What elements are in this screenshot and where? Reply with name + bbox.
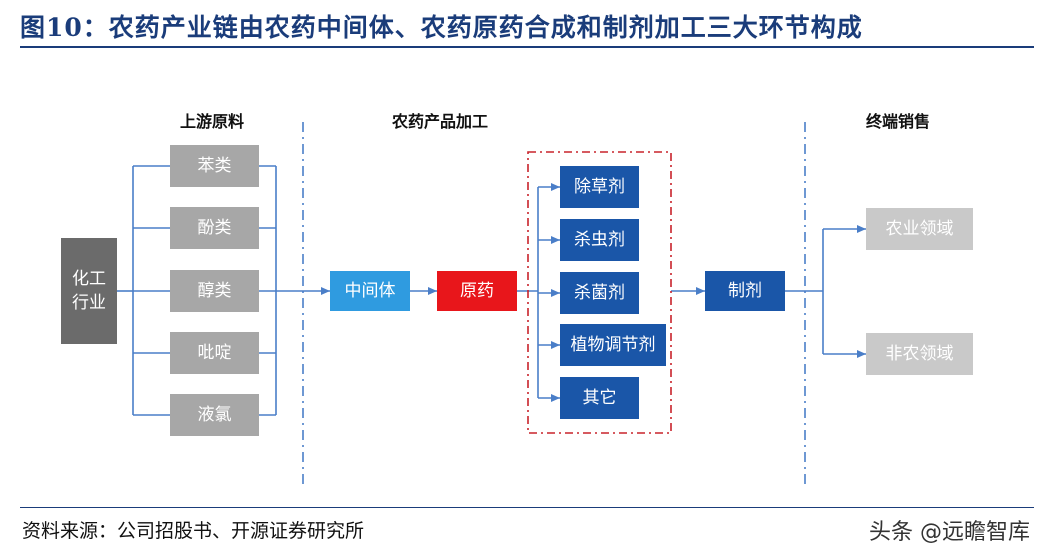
product-fungicide: 杀菌剂: [560, 272, 639, 314]
raw-material-pyridine: 吡啶: [170, 332, 259, 374]
product-plant-regulator: 植物调节剂: [560, 324, 666, 366]
industry-box: 化工 行业: [61, 238, 117, 344]
header-processing: 农药产品加工: [391, 112, 489, 131]
product-insecticide: 杀虫剂: [560, 219, 639, 261]
formulation-box: 制剂: [705, 271, 785, 311]
products-frame: [527, 151, 672, 434]
source-note: 资料来源：公司招股书、开源证券研究所: [22, 520, 365, 542]
watermark: 头条 @远瞻智库: [869, 520, 1030, 545]
technical-box: 原药: [437, 271, 517, 311]
raw-material-benzene: 苯类: [170, 145, 259, 187]
title-rule: [20, 46, 1034, 48]
footer-rule: [20, 507, 1034, 508]
raw-material-phenol: 酚类: [170, 207, 259, 249]
header-downstream: 终端销售: [865, 112, 931, 131]
raw-material-alcohol: 醇类: [170, 270, 259, 312]
intermediate-box: 中间体: [330, 271, 410, 311]
end-use-non-agriculture: 非农领域: [866, 333, 973, 375]
product-herbicide: 除草剂: [560, 166, 639, 208]
industry-line1: 化工: [72, 269, 106, 289]
product-other: 其它: [560, 377, 639, 419]
industry-line2: 行业: [72, 293, 106, 313]
end-use-agriculture: 农业领域: [866, 208, 973, 250]
header-upstream: 上游原料: [179, 112, 245, 131]
raw-material-chlorine: 液氯: [170, 394, 259, 436]
figure-title: 图10：农药产业链由农药中间体、农药原药合成和制剂加工三大环节构成: [20, 13, 863, 42]
